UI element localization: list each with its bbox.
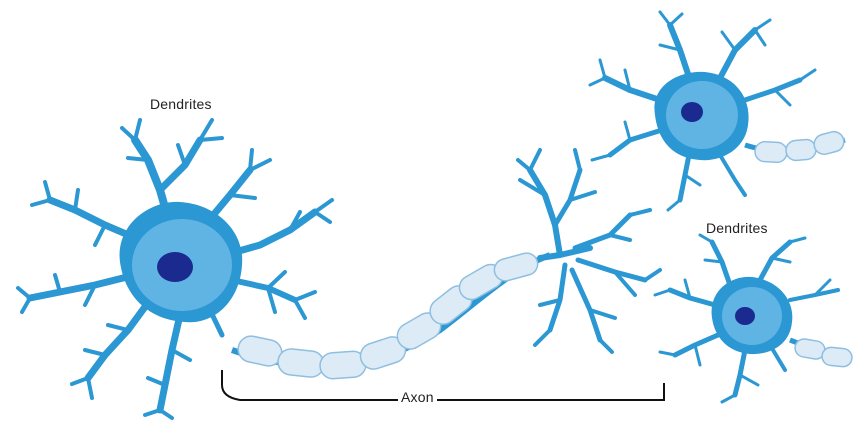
bottom-right-neuron: [655, 235, 853, 402]
dendrites-label-right: Dendrites: [706, 220, 768, 236]
top-right-nucleus: [681, 102, 703, 122]
axon-myelin: [232, 251, 550, 380]
bottom-right-axon: [790, 338, 853, 368]
bottom-right-nucleus: [735, 307, 755, 325]
axon-terminal: [518, 150, 660, 352]
axon-label: Axon: [398, 389, 437, 405]
dendrites-label-left: Dendrites: [150, 96, 212, 112]
left-nucleus: [157, 252, 193, 282]
top-right-neuron: [590, 12, 846, 210]
top-right-axon: [745, 129, 846, 162]
